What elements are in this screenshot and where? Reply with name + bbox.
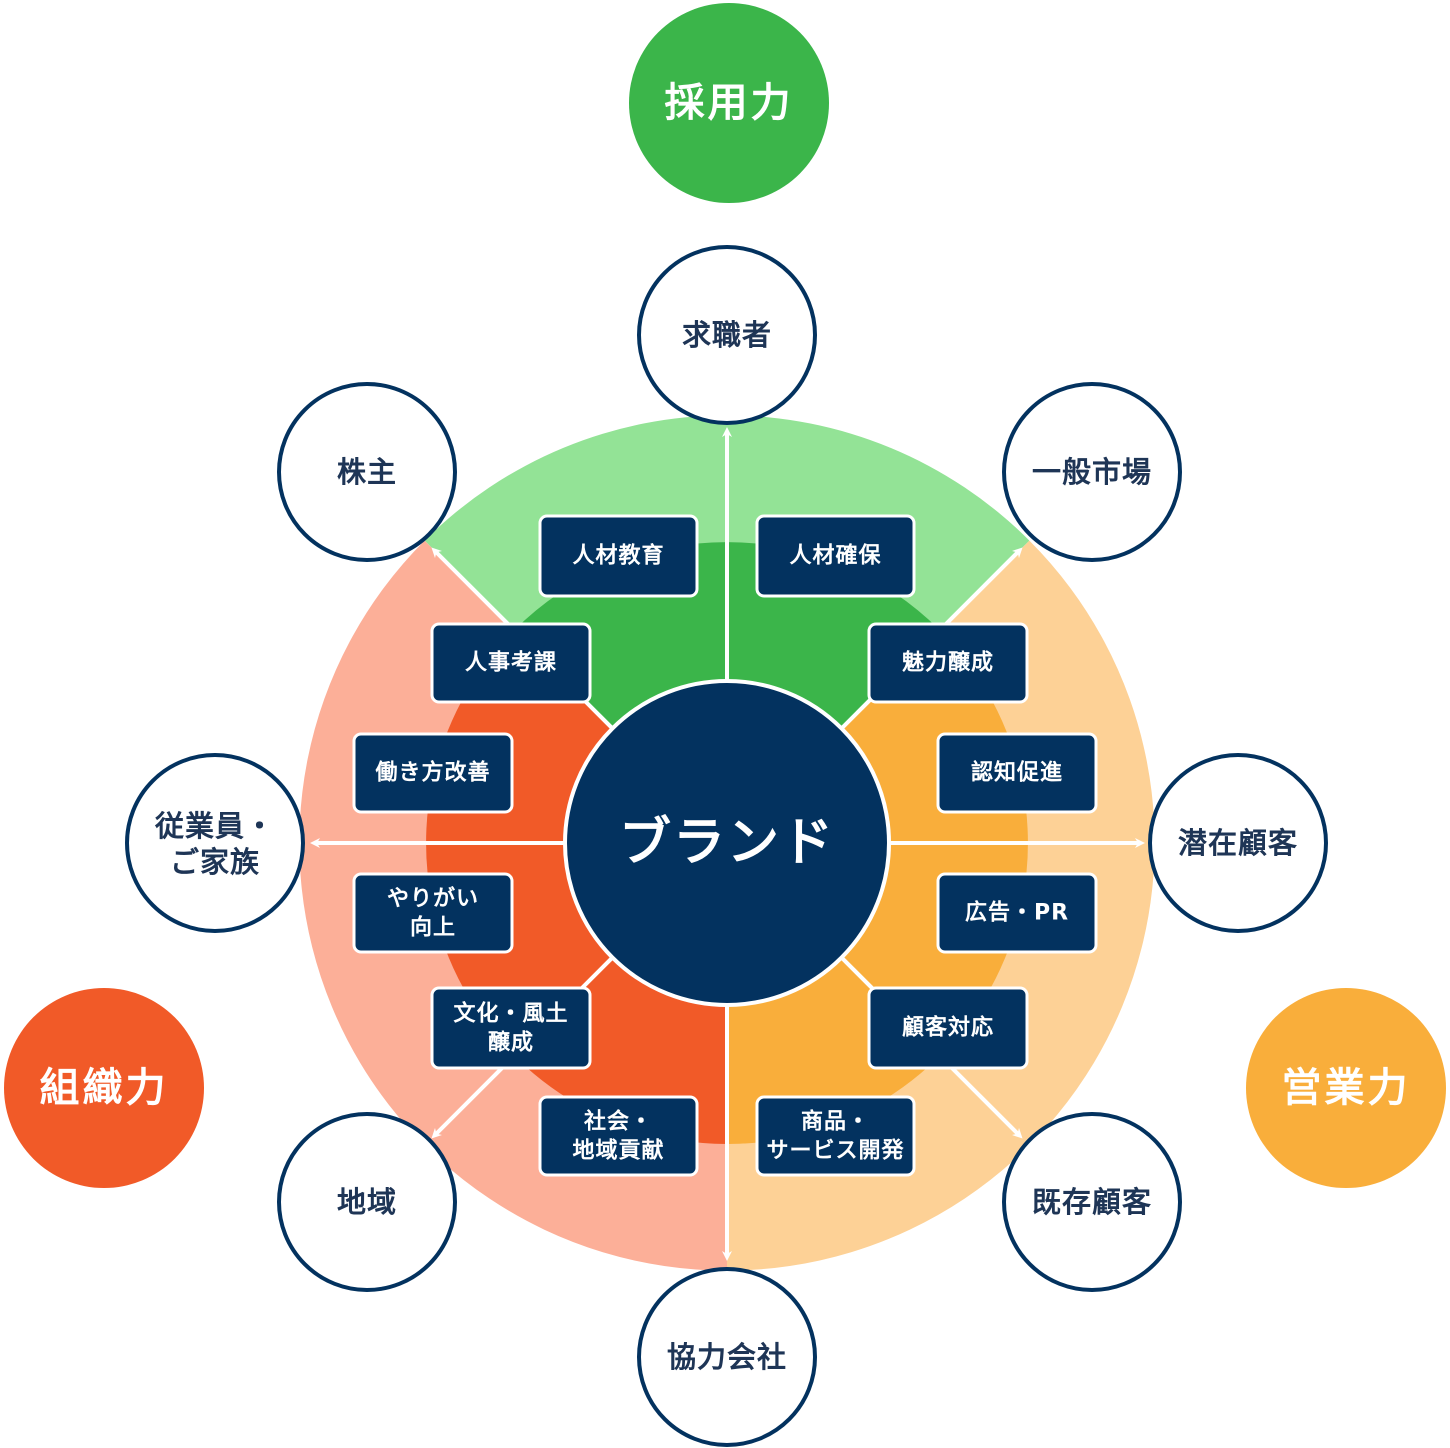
initiative-hr-evaluation: 人事考課 [430,622,592,704]
initiative-work-style: 働き方改善 [352,732,514,814]
category-recruit: 採用力 [629,3,829,203]
stakeholder-existing-customers: 既存顧客 [1002,1112,1182,1292]
initiative-social-contribution-line2: 地域貢献 [572,1138,664,1164]
initiative-advertising-label: 広告・PR [965,900,1069,926]
initiative-product-development-line1: 商品・ [801,1109,870,1135]
initiative-social-contribution-line1: 社会・ [584,1109,653,1135]
stakeholder-employees-line1: 従業員・ [154,809,275,843]
initiative-work-style-label: 働き方改善 [374,760,490,786]
initiative-motivation-line2: 向上 [410,915,456,941]
stakeholder-existing-customers-label: 既存顧客 [1032,1185,1152,1219]
category-organization-label: 組織力 [40,1065,169,1111]
center-label: ブランド [619,813,835,873]
initiative-talent-acquisition: 人材確保 [755,514,916,598]
stakeholder-general-market: 一般市場 [1002,382,1182,562]
stakeholder-shareholders-label: 株主 [337,455,397,489]
category-recruit-label: 採用力 [665,80,794,126]
stakeholder-community: 地域 [277,1112,457,1292]
initiative-awareness: 認知促進 [936,732,1098,814]
initiative-culture-line1: 文化・風土 [453,1001,568,1027]
initiative-talent-acquisition-label: 人材確保 [789,543,881,569]
initiative-customer-service-label: 顧客対応 [902,1015,994,1041]
stakeholder-general-market-label: 一般市場 [1032,455,1152,489]
center-node: ブランド [563,679,891,1007]
initiative-product-development: 商品・ サービス開発 [755,1095,916,1177]
initiative-product-development-line2: サービス開発 [766,1139,904,1164]
initiative-culture: 文化・風土 醸成 [430,986,592,1070]
initiative-awareness-label: 認知促進 [971,760,1063,786]
initiative-customer-service: 顧客対応 [867,986,1029,1070]
stakeholder-employees-line2: ご家族 [170,845,260,879]
initiative-motivation-line1: やりがい [387,886,479,912]
category-nodes: 採用力 組織力 営業力 [4,3,1446,1188]
initiative-attractiveness: 魅力醸成 [867,622,1029,704]
initiative-culture-line2: 醸成 [488,1030,534,1056]
stakeholder-employees: 従業員・ ご家族 [125,753,305,933]
initiative-advertising: 広告・PR [936,872,1098,954]
initiative-hr-evaluation-label: 人事考課 [465,650,557,676]
stakeholder-job-seekers: 求職者 [637,245,817,425]
stakeholder-job-seekers-label: 求職者 [682,318,772,352]
category-sales-label: 営業力 [1282,1065,1411,1111]
initiative-attractiveness-label: 魅力醸成 [902,650,994,676]
stakeholder-nodes: 求職者 一般市場 潜在顧客 既存顧客 協力会社 地域 従業員・ ご家族 [125,245,1328,1447]
category-sales: 営業力 [1246,988,1446,1188]
stakeholder-shareholders: 株主 [277,382,457,562]
stakeholder-community-label: 地域 [337,1185,397,1219]
category-organization: 組織力 [4,988,204,1188]
initiative-boxes: 人材教育 人材確保 人事考課 魅力醸成 働き方改善 認知促進 やりがい 向上 [352,514,1098,1177]
stakeholder-potential-customers: 潜在顧客 [1148,753,1328,933]
initiative-motivation: やりがい 向上 [352,872,514,954]
stakeholder-partners: 協力会社 [637,1267,817,1447]
initiative-social-contribution: 社会・ 地域貢献 [538,1095,699,1177]
initiative-talent-education: 人材教育 [538,514,699,598]
initiative-talent-education-label: 人材教育 [572,543,664,569]
stakeholder-partners-label: 協力会社 [667,1340,787,1374]
stakeholder-potential-customers-label: 潜在顧客 [1178,826,1298,860]
